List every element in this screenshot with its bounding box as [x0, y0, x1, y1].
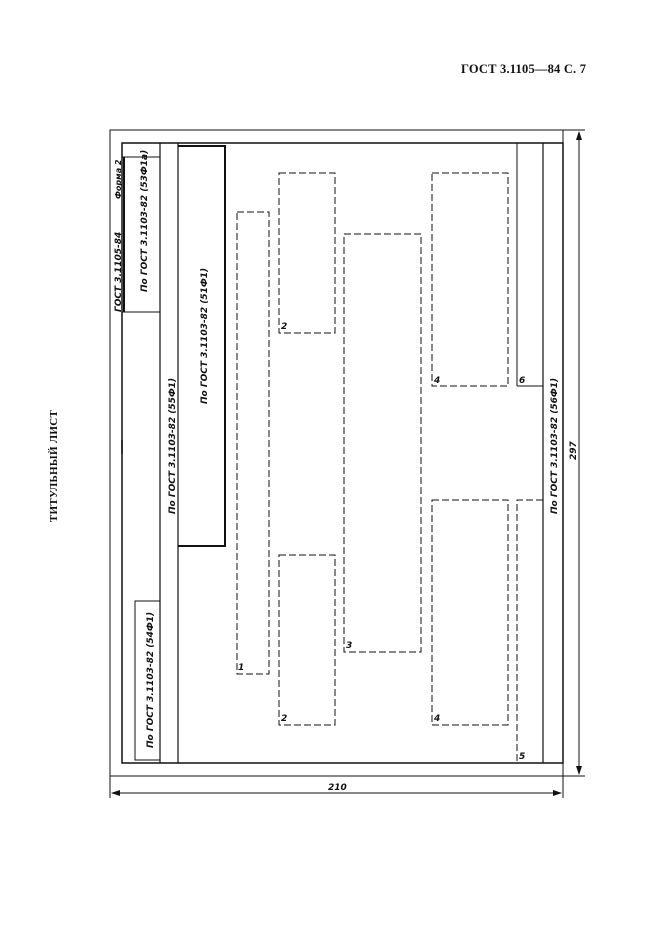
label-56: По ГОСТ 3.1103-82 (56Ф1) [550, 378, 560, 514]
zone-3-number: 3 [346, 641, 352, 651]
zone-4-bottom-number: 4 [433, 714, 440, 724]
label-54: По ГОСТ 3.1103-82 (54Ф1) [146, 612, 156, 748]
zone-5-number: 5 [519, 752, 525, 762]
zone-6-number: 6 [519, 376, 525, 386]
stamp-standard-label: ГОСТ 3.1105-84 [114, 232, 124, 312]
inner-frame [121, 142, 564, 764]
dim-width-arrow-left [111, 790, 120, 796]
zone-4-bottom [431, 499, 509, 726]
block-51 [178, 145, 226, 547]
zone-1-number: 1 [238, 663, 244, 673]
page-header: ГОСТ 3.1105—84 С. 7 [461, 62, 587, 76]
stamp-form-label: Форма 2 [114, 159, 123, 199]
dim-height-arrow-top [576, 131, 582, 140]
dim-width-label: 210 [328, 783, 347, 793]
label-55: По ГОСТ 3.1103-82 (55Ф1) [168, 378, 178, 514]
block-54 [134, 600, 160, 761]
zone-4-top-number: 4 [433, 376, 440, 386]
zone-4-top [431, 172, 509, 387]
dim-height-label: 297 [569, 440, 579, 460]
zone-2-top [278, 172, 336, 334]
label-53: По ГОСТ 3.1103-82 (53Ф1а) [140, 150, 150, 292]
dim-height-arrow-bottom [576, 766, 582, 775]
dim-width-arrow-right [553, 790, 562, 796]
zone-2-top-number: 2 [281, 322, 287, 332]
zone-5 [516, 499, 543, 763]
zone-3 [343, 233, 422, 653]
zone-2-bottom-number: 2 [281, 714, 287, 724]
label-51: По ГОСТ 3.1103-82 (51Ф1) [200, 268, 210, 404]
zone-2-bottom [278, 554, 336, 726]
zone-1 [236, 211, 270, 675]
